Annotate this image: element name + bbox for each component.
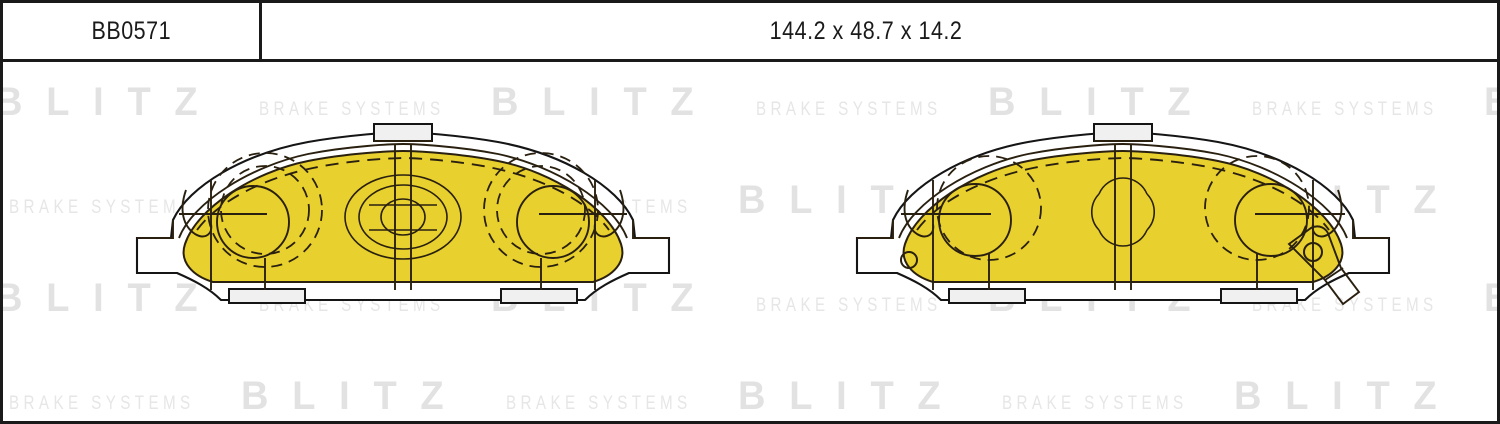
dimensions-cell: 144.2 x 48.7 x 14.2 xyxy=(262,3,1497,59)
brake-pad-left xyxy=(135,123,671,304)
wear-sensor-bracket xyxy=(1287,225,1361,306)
part-number-text: BB0571 xyxy=(91,16,171,45)
dimensions-text: 144.2 x 48.7 x 14.2 xyxy=(770,16,963,45)
header-table: BB0571 144.2 x 48.7 x 14.2 xyxy=(3,3,1497,62)
brake-pad-right xyxy=(855,123,1391,306)
part-number-cell: BB0571 xyxy=(3,3,262,59)
brake-pad-diagrams xyxy=(3,62,1497,421)
